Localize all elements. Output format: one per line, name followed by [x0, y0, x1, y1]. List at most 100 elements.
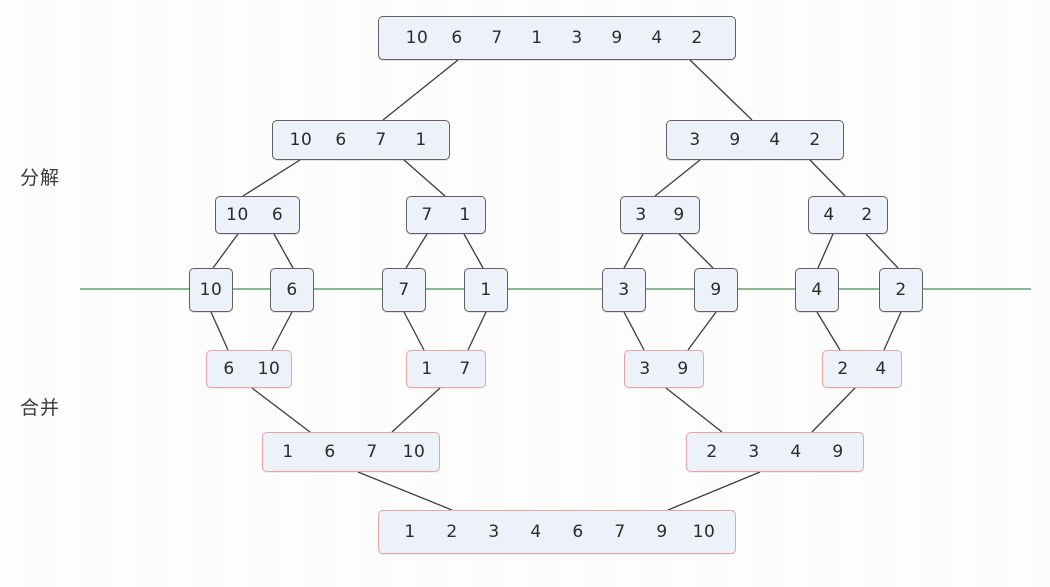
phase-label-decompose: 分解: [20, 167, 61, 189]
value-cell: 10: [402, 442, 426, 462]
connector-s2c-to-s3f: [678, 233, 714, 269]
split-node-s3f: 9: [694, 268, 738, 312]
value-cell: 4: [769, 130, 781, 150]
value-cell: 10: [199, 280, 223, 300]
connector-s3e-to-m1c: [623, 311, 645, 351]
value-cell: 1: [459, 205, 471, 225]
value-cell: 2: [809, 130, 821, 150]
value-cell: 7: [421, 205, 433, 225]
value-cell: 6: [324, 442, 336, 462]
connector-s2d-to-s3h: [865, 233, 899, 269]
connector-s1b-to-s2d: [809, 159, 846, 197]
connector-s2b-to-s3d: [463, 233, 484, 269]
connector-s2d-to-s3g: [817, 233, 834, 269]
value-cell: 7: [491, 28, 503, 48]
value-cell: 9: [656, 522, 668, 542]
split-node-s3g: 4: [795, 268, 839, 312]
value-cell: 4: [875, 359, 887, 379]
value-cell: 6: [572, 522, 584, 542]
split-node-s3h: 2: [879, 268, 923, 312]
value-cell: 3: [488, 522, 500, 542]
split-node-s2a: 10 6: [215, 196, 300, 234]
connector-s2a-to-s3b: [273, 233, 294, 269]
value-cell: 7: [398, 280, 410, 300]
value-cell: 4: [790, 442, 802, 462]
merge-node-m2b: 2 3 4 9: [686, 432, 864, 472]
split-node-s1a: 10 6 7 1: [272, 120, 450, 160]
merge-node-m2a: 1 6 7 10: [262, 432, 440, 472]
connector-m1b-to-m2a: [391, 387, 441, 433]
value-cell: 9: [611, 28, 623, 48]
connector-s2c-to-s3e: [623, 233, 644, 269]
value-cell: 4: [530, 522, 542, 542]
value-cell: 3: [689, 130, 701, 150]
split-node-s3d: 1: [464, 268, 508, 312]
value-cell: 4: [811, 280, 823, 300]
value-cell: 3: [748, 442, 760, 462]
value-cell: 10: [226, 205, 249, 225]
split-node-s1b: 3 9 4 2: [666, 120, 844, 160]
value-cell: 9: [677, 359, 689, 379]
value-cell: 2: [691, 28, 703, 48]
value-cell: 4: [823, 205, 835, 225]
merge-node-m1a: 6 10: [206, 350, 292, 388]
value-cell: 1: [282, 442, 294, 462]
value-cell: 7: [366, 442, 378, 462]
value-cell: 9: [832, 442, 844, 462]
value-cell: 10: [289, 130, 313, 150]
value-cell: 1: [531, 28, 543, 48]
value-cell: 6: [271, 205, 284, 225]
value-cell: 9: [729, 130, 741, 150]
split-node-s3b: 6: [270, 268, 314, 312]
value-cell: 3: [639, 359, 651, 379]
value-cell: 1: [480, 280, 492, 300]
connector-s3c-to-m1b: [403, 311, 425, 351]
value-cell: 6: [223, 359, 235, 379]
value-cell: 2: [446, 522, 458, 542]
connector-m1d-to-m2b: [811, 387, 856, 433]
value-cell: 1: [404, 522, 416, 542]
connector-s0-to-s1a: [382, 59, 459, 121]
connector-s0-to-s1b: [689, 59, 753, 121]
connector-s3f-to-m1c: [687, 311, 717, 351]
value-cell: 7: [375, 130, 387, 150]
connector-m2a-to-m3: [357, 471, 453, 511]
value-cell: 10: [257, 359, 281, 379]
split-node-s3a: 10: [189, 268, 233, 312]
value-cell: 2: [895, 280, 907, 300]
value-cell: 3: [571, 28, 583, 48]
split-node-s3c: 7: [382, 268, 426, 312]
value-cell: 9: [710, 280, 722, 300]
value-cell: 6: [335, 130, 347, 150]
connector-m1a-to-m2a: [251, 387, 311, 433]
value-cell: 10: [692, 522, 716, 542]
connector-s3b-to-m1a: [271, 311, 293, 351]
connector-m1c-to-m2b: [665, 387, 723, 433]
value-cell: 1: [421, 359, 433, 379]
value-cell: 6: [451, 28, 463, 48]
connector-s3h-to-m1d: [883, 311, 902, 351]
connector-s1b-to-s2c: [654, 159, 701, 197]
value-cell: 7: [614, 522, 626, 542]
value-cell: 6: [286, 280, 298, 300]
value-cell: 4: [651, 28, 663, 48]
value-cell: 1: [415, 130, 427, 150]
value-cell: 3: [618, 280, 630, 300]
value-cell: 9: [673, 205, 685, 225]
value-cell: 7: [459, 359, 471, 379]
connector-s3a-to-m1a: [210, 311, 229, 351]
value-cell: 10: [405, 28, 429, 48]
connector-s2a-to-s3a: [212, 233, 239, 269]
value-cell: 2: [706, 442, 718, 462]
connector-s3d-to-m1b: [467, 311, 487, 351]
split-node-s0: 10 6 7 1 3 9 4 2: [378, 16, 736, 60]
connector-m2b-to-m3: [667, 471, 761, 511]
value-cell: 2: [861, 205, 873, 225]
